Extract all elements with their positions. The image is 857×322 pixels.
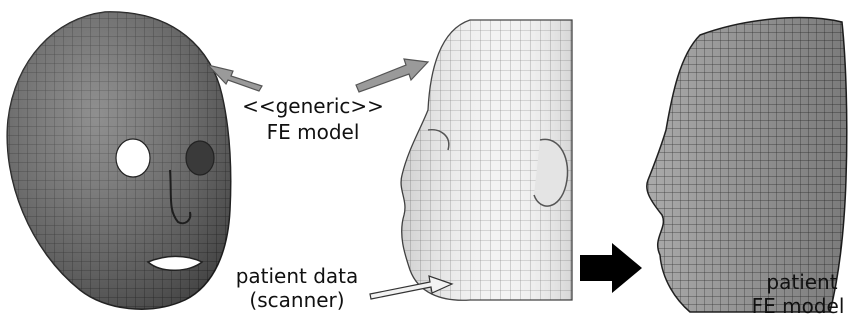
label-patient-data-line1: patient data <box>222 265 372 287</box>
eye-socket-left <box>116 139 150 177</box>
label-patient-model-line2: FE model <box>742 295 854 317</box>
eye-socket-right <box>186 141 214 175</box>
label-patient-model-line1: patient <box>752 271 852 293</box>
label-patient-data-line2: (scanner) <box>222 289 372 311</box>
transform-arrow <box>580 243 642 293</box>
patient-head-mesh <box>647 18 847 312</box>
label-generic-line1: <<generic>> <box>238 95 388 117</box>
callout-arrow-generic-right <box>356 59 428 92</box>
generic-head-mesh <box>7 12 231 309</box>
label-generic-line2: FE model <box>238 121 388 143</box>
ear-outline <box>534 139 568 206</box>
